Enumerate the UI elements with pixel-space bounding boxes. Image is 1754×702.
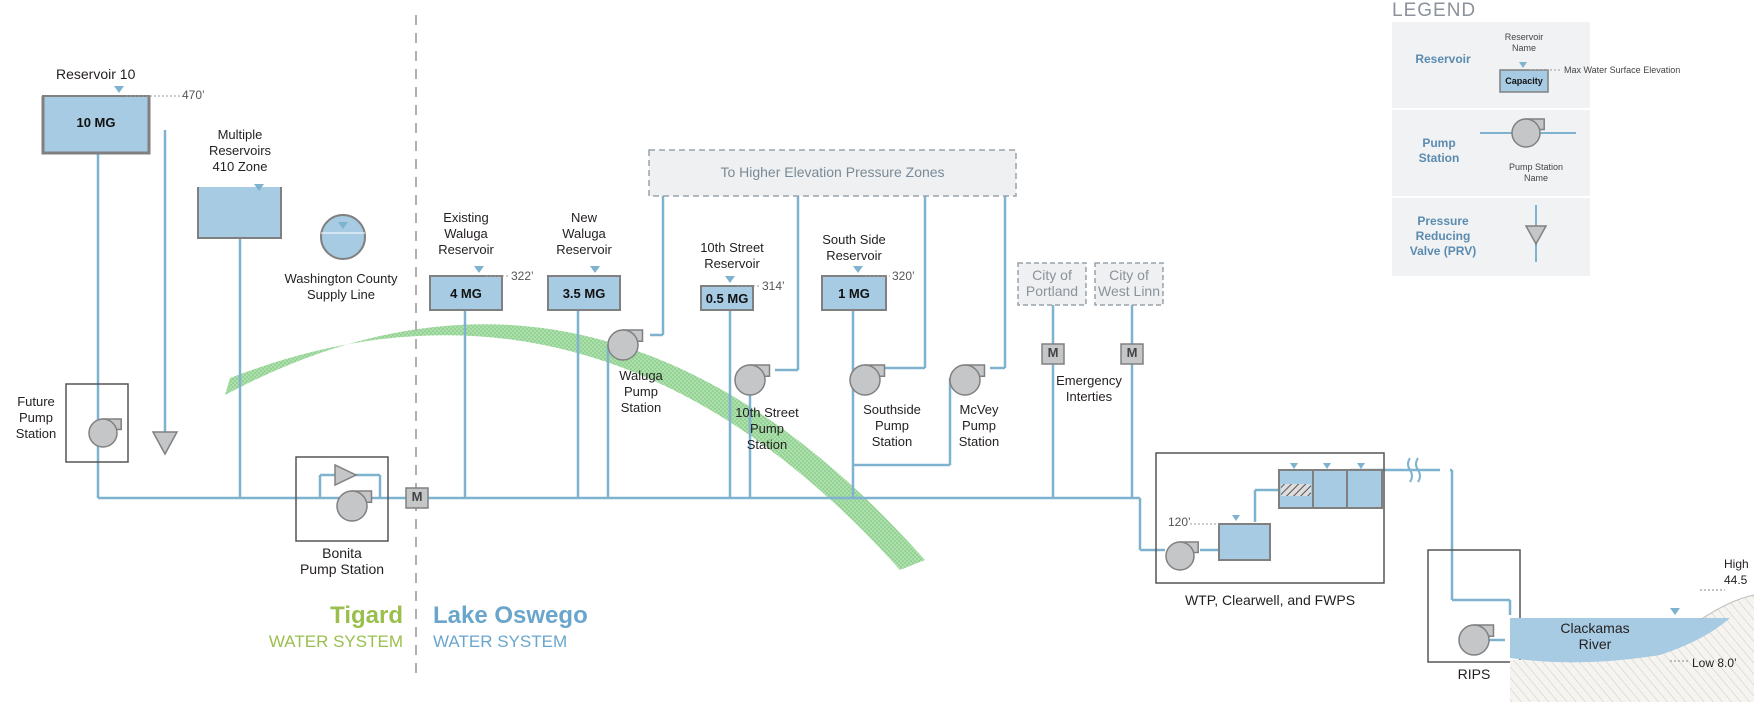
tigard-sub: WATER SYSTEM <box>268 632 403 651</box>
legend-reservoir-name: Reservoir Name <box>1504 32 1544 53</box>
city-westlinn-box <box>1094 262 1164 306</box>
pipe-break-symbol <box>1407 457 1421 483</box>
meter-label-main: M <box>411 489 423 504</box>
legend-pump-name: Pump Station Name <box>1508 162 1564 183</box>
southside-capacity: 1 MG <box>838 286 870 301</box>
waluga-pump-label: Waluga Pump Station <box>619 368 663 415</box>
pump-symbols <box>88 118 1545 656</box>
legend-graphics <box>1392 22 1590 276</box>
meter-label-westlinn: M <box>1126 345 1138 360</box>
waluga-new-tank <box>547 266 621 311</box>
southside-elev: 320’ <box>892 269 915 283</box>
future-pump-icon <box>88 418 122 448</box>
bonita-pump-label: Bonita Pump Station <box>299 545 385 577</box>
tenth-pump-label: 10th Street Pump Station <box>735 405 799 452</box>
waluga-existing-elev: 322’ <box>511 269 534 283</box>
legend-elev: Max Water Surface Elevation <box>1564 65 1681 75</box>
clearwell-elev: 120’ <box>1168 515 1191 529</box>
bonita-pump-box <box>295 456 389 542</box>
clearwell-tank <box>1190 515 1271 561</box>
meter-label-portland: M <box>1047 345 1059 360</box>
river-name: Clackamas River <box>1560 620 1630 652</box>
rips-box <box>1427 549 1521 663</box>
future-pump-box <box>65 383 129 463</box>
city-portland-box <box>1017 262 1087 306</box>
wtp-pump-icon <box>1165 541 1199 571</box>
mcvey-pump-icon <box>949 364 986 396</box>
southside-pump-label: Southside Pump Station <box>863 402 921 449</box>
wtp-filter-tanks <box>1278 463 1383 509</box>
legend-reservoir-head: Reservoir <box>1415 52 1471 66</box>
tigard-name: Tigard <box>330 602 403 629</box>
washington-supply-label: Washington County Supply Line <box>284 271 398 302</box>
tenth-street-capacity: 0.5 MG <box>705 291 749 306</box>
tenth-street-reservoir-name: 10th Street Reservoir <box>700 240 764 271</box>
mcvey-pump-label: McVey Pump Station <box>958 402 1000 449</box>
southside-pump-icon <box>849 364 886 396</box>
city-portland-label: City of Portland <box>1025 267 1079 299</box>
river-low-label: Low 8.0’ <box>1692 656 1737 670</box>
meter-portland <box>1041 343 1065 365</box>
future-pump-label: Future Pump Station <box>15 394 57 441</box>
legend-prv-head: Pressure Reducing Valve (PRV) <box>1409 214 1477 258</box>
legend-pump-head: Pump Station <box>1418 136 1460 165</box>
legend-title: LEGEND <box>1392 0 1477 21</box>
tenth-street-tank <box>700 276 760 311</box>
river-high-label: High 44.5 <box>1724 557 1749 587</box>
tenth-street-elev: 314’ <box>762 279 785 293</box>
wtp-box <box>1155 452 1385 584</box>
lake-oswego-name: Lake Oswego <box>433 602 588 629</box>
waluga-existing-capacity: 4 MG <box>450 286 482 301</box>
southside-reservoir-name: South Side Reservoir <box>822 232 886 263</box>
emergency-interties-label: Emergency Interties <box>1056 373 1122 404</box>
meter-tigard-lo <box>405 487 429 509</box>
waluga-existing-tank <box>429 266 510 311</box>
waluga-existing-name: Existing Waluga Reservoir <box>438 210 494 257</box>
waluga-new-name: New Waluga Reservoir <box>556 210 612 257</box>
bonita-booster-icon <box>334 463 358 487</box>
higher-zones-box <box>648 149 1017 197</box>
tenth-street-pump-icon <box>734 364 771 396</box>
lake-oswego-sub: WATER SYSTEM <box>433 632 568 651</box>
service-area-arc <box>225 324 925 570</box>
higher-zones-label: To Higher Elevation Pressure Zones <box>720 164 945 180</box>
waluga-new-capacity: 3.5 MG <box>562 286 606 301</box>
multiple-reservoirs-name: Multiple Reservoirs 410 Zone <box>208 127 272 174</box>
waluga-pump-icon <box>607 329 644 361</box>
city-westlinn-label: City of West Linn <box>1098 267 1160 299</box>
reservoir-10-elev: 470’ <box>182 88 205 102</box>
prv-valve <box>151 431 179 456</box>
rips-label: RIPS <box>1457 666 1491 682</box>
legend-capacity: Capacity <box>1505 76 1543 86</box>
reservoir-10-name: Reservoir 10 <box>56 66 136 82</box>
wtp-label: WTP, Clearwell, and FWPS <box>1184 592 1356 608</box>
multiple-reservoirs-tank <box>197 184 282 239</box>
reservoir-10-tank <box>41 86 180 155</box>
washington-supply-symbol <box>320 214 366 260</box>
reservoir-10-capacity: 10 MG <box>76 115 116 130</box>
meter-westlinn <box>1120 343 1144 365</box>
rips-pump-icon <box>1458 624 1495 656</box>
bonita-pump-icon <box>336 490 373 522</box>
river-water <box>1510 618 1730 663</box>
legend-pump-icon <box>1511 118 1545 148</box>
southside-tank <box>821 266 890 311</box>
